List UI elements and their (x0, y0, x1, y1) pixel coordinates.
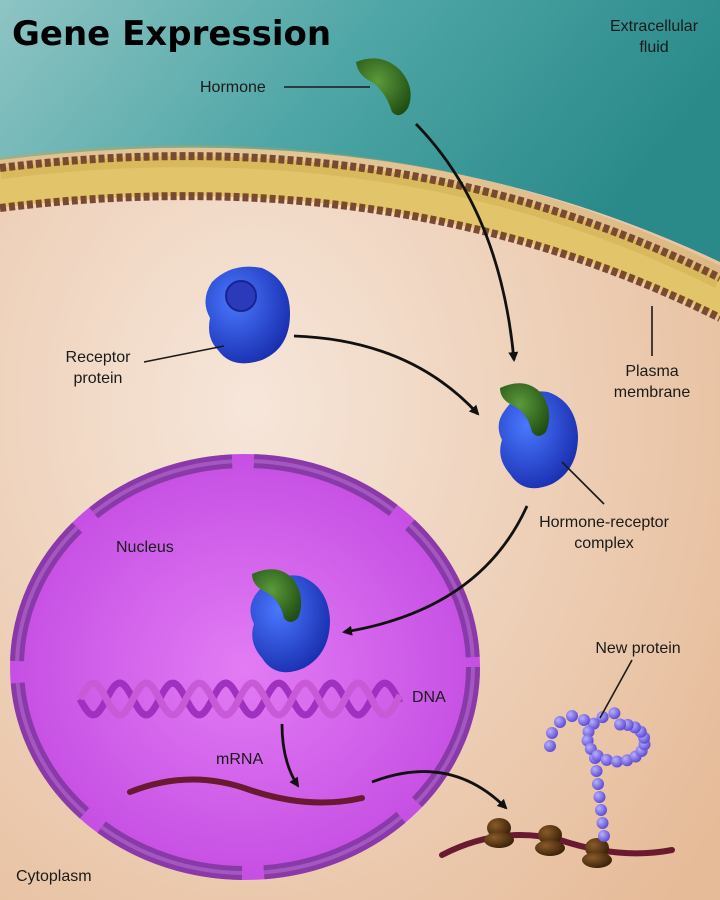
new-protein-label: New protein (595, 640, 680, 657)
mrna-export-arrow (371, 770, 508, 810)
complex-leader (561, 461, 605, 505)
amino-acid-bead (593, 791, 606, 803)
ribosome (484, 818, 514, 848)
complex-label-line2: complex (574, 535, 634, 552)
amino-acid-bead (590, 765, 603, 777)
amino-acid-bead (566, 710, 578, 722)
amino-acid-bead (598, 830, 610, 842)
amino-acid-bead (595, 804, 607, 816)
new-protein-chain (544, 707, 651, 842)
hormone-receptor-complex-nuclear (250, 569, 330, 673)
amino-acid-bead (608, 707, 621, 720)
amino-acid-bead (544, 740, 556, 752)
amino-acid-bead (600, 753, 613, 766)
plasma-membrane-label-line2: membrane (614, 384, 691, 401)
amino-acid-bead (614, 718, 627, 731)
amino-acid-bead (554, 716, 566, 728)
amino-acid-bead (578, 714, 590, 726)
receptor-label: Receptor (66, 349, 132, 366)
receptor-leader (143, 345, 225, 363)
amino-acid-bead (591, 749, 604, 762)
extracellular-region (0, 0, 720, 262)
amino-acid-bead (596, 817, 609, 829)
dna-label: DNA (412, 689, 446, 706)
nucleus (10, 454, 480, 880)
amino-acid-bead (582, 725, 595, 738)
complex-label: Hormone-receptor (539, 514, 670, 531)
receptor-label-line2: protein (74, 370, 123, 387)
page-title: Gene Expression (12, 14, 331, 54)
nucleus-label: Nucleus (116, 539, 174, 556)
amino-acid-bead (592, 778, 604, 790)
extracellular-label: Extracellular (610, 18, 699, 35)
extracellular-label-line2: fluid (639, 39, 668, 56)
ribosome (582, 838, 612, 868)
ribosomes (484, 818, 612, 868)
ribosome (535, 825, 565, 856)
mrna-strand (127, 776, 365, 806)
receptor-binding-arrow (293, 334, 480, 416)
mrna-label: mRNA (216, 751, 263, 768)
amino-acid-bead (546, 727, 558, 739)
hormone-receptor-complex (498, 383, 578, 489)
amino-acid-bead (611, 755, 623, 768)
new-protein-leader (599, 659, 633, 719)
hormone-molecule (356, 58, 411, 116)
hormone-label: Hormone (200, 79, 266, 96)
nuclear-import-arrow (342, 505, 529, 636)
cytoplasm-label: Cytoplasm (16, 868, 92, 885)
dna-helix (76, 679, 404, 719)
amino-acid-bead (596, 711, 609, 724)
plasma-membrane-label: Plasma (625, 363, 678, 380)
plasma-membrane (0, 145, 720, 322)
transcription-arrow (280, 723, 300, 788)
receptor-protein (205, 266, 290, 364)
hormone-entry-arrow (414, 123, 519, 362)
